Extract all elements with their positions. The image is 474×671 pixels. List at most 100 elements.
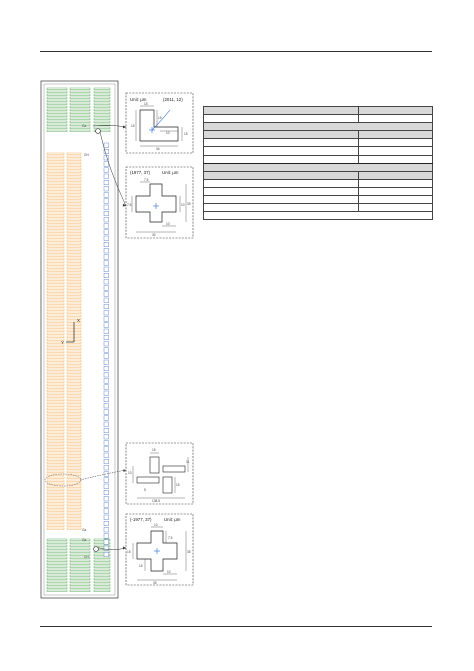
green-pad: [46, 117, 68, 120]
blue-pad: [103, 186, 109, 192]
orange-pad: [66, 425, 82, 428]
green-pad: [93, 117, 111, 120]
orange-pad: [46, 266, 65, 269]
orange-pad: [66, 173, 82, 176]
mark-a-dim-top: 15: [144, 102, 148, 106]
pad-label: GH: [84, 555, 89, 559]
green-pad: [46, 565, 68, 568]
green-pad: [46, 108, 68, 111]
blue-pad: [103, 527, 109, 533]
blue-pad: [103, 508, 109, 514]
orange-pad: [66, 182, 82, 185]
chip-inner-frame: [43, 83, 116, 596]
table-row: [203, 178, 433, 188]
green-pad: [46, 96, 68, 99]
orange-pad: [46, 419, 65, 422]
orange-pad: [66, 353, 82, 356]
pad-label: Ga: [82, 538, 86, 542]
orange-pad: [66, 260, 82, 263]
orange-pad: [66, 179, 82, 182]
green-pad: [69, 583, 91, 586]
blue-pad: [103, 446, 109, 452]
green-pad: [93, 90, 111, 93]
mark-d-dim-bottom: 35: [153, 581, 157, 585]
orange-pad: [66, 455, 82, 458]
blue-pad: [103, 167, 109, 173]
blue-pad: [103, 335, 109, 341]
orange-pad: [66, 158, 82, 161]
green-pad: [46, 586, 68, 589]
green-pad: [69, 108, 91, 111]
orange-pad: [46, 512, 65, 515]
table-row: [203, 146, 433, 156]
green-pad: [69, 111, 91, 114]
blue-pad: [103, 459, 109, 465]
orange-pad: [46, 245, 65, 248]
orange-pad: [66, 266, 82, 269]
blue-pad: [103, 273, 109, 279]
blue-pad: [103, 285, 109, 291]
blue-pad: [103, 521, 109, 527]
orange-pad: [46, 197, 65, 200]
orange-pad: [46, 236, 65, 239]
mark-d-shape: [136, 530, 178, 572]
orange-pad: [46, 155, 65, 158]
table-row: [203, 162, 433, 172]
orange-pad: [66, 476, 82, 479]
blue-pad: [103, 502, 109, 508]
blue-pad: [103, 192, 109, 198]
axis-x-label: X: [77, 318, 80, 323]
blue-pad: [103, 545, 109, 551]
orange-pad: [46, 398, 65, 401]
green-pad: [93, 126, 111, 129]
green-pad: [46, 553, 68, 556]
orange-pad: [46, 449, 65, 452]
orange-pad: [46, 371, 65, 374]
blue-pad: [103, 210, 109, 216]
green-pad: [93, 568, 111, 571]
orange-pad: [66, 413, 82, 416]
orange-pad: [66, 488, 82, 491]
green-pad: [93, 559, 111, 562]
orange-pad: [46, 452, 65, 455]
orange-pad: [46, 503, 65, 506]
blue-pad: [103, 248, 109, 254]
mark-b-dimension-lines: [131, 181, 187, 233]
orange-pad: [46, 188, 65, 191]
orange-pad: [66, 278, 82, 281]
orange-pad: [46, 167, 65, 170]
blue-pad: [103, 204, 109, 210]
green-pad: [93, 114, 111, 117]
footer-rule: [40, 626, 432, 627]
orange-pad: [46, 443, 65, 446]
green-pad: [93, 541, 111, 544]
mark-c-bar-left: [136, 476, 160, 484]
orange-pad: [46, 227, 65, 230]
blue-pad: [103, 403, 109, 409]
orange-pad: [66, 287, 82, 290]
orange-pad: [66, 506, 82, 509]
orange-pad: [46, 296, 65, 299]
blue-pad: [103, 341, 109, 347]
orange-pad: [66, 527, 82, 530]
orange-pad: [46, 404, 65, 407]
blue-pad: [103, 142, 109, 148]
orange-pad: [46, 434, 65, 437]
orange-pad: [46, 299, 65, 302]
green-pad: [93, 553, 111, 556]
orange-pad: [46, 215, 65, 218]
orange-pad: [46, 185, 65, 188]
orange-pad: [66, 284, 82, 287]
orange-pad: [46, 350, 65, 353]
green-pad: [69, 544, 91, 547]
orange-pad: [66, 515, 82, 518]
orange-pad: [66, 440, 82, 443]
orange-pad: [66, 365, 82, 368]
orange-pad: [46, 374, 65, 377]
orange-pad: [46, 161, 65, 164]
green-pad: [93, 583, 111, 586]
green-pad: [69, 562, 91, 565]
orange-pad: [46, 353, 65, 356]
mark-b-id: (1977, 37): [130, 170, 151, 175]
orange-pad: [46, 281, 65, 284]
